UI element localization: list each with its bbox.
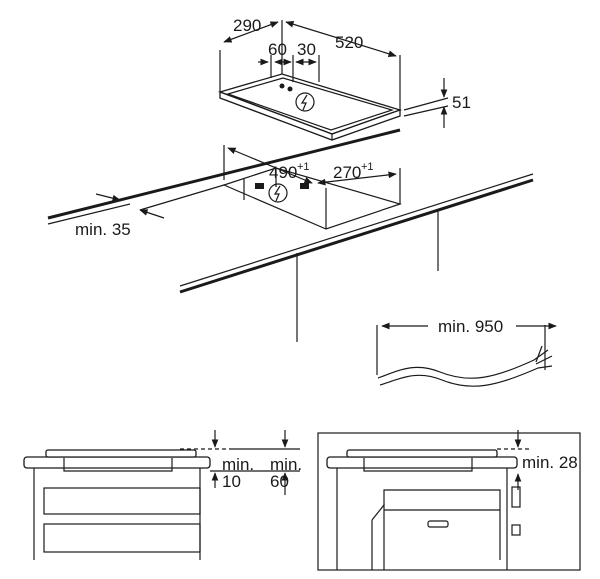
power-cable [376, 322, 557, 387]
hob-dimensions [219, 20, 449, 128]
left-min-a-value: 10 [222, 472, 241, 491]
dim-depth-label: 290 [233, 16, 261, 35]
cutout-width-label: 270 [333, 163, 361, 182]
dim-width-label: 520 [335, 33, 363, 52]
right-min-label: min. 28 [522, 453, 578, 472]
dim-offset-a-label: 60 [268, 40, 287, 59]
power-symbol-icon [295, 92, 315, 112]
right-side-view [317, 430, 581, 571]
dim-offset-b-label: 30 [297, 40, 316, 59]
power-symbol-icon [268, 183, 288, 203]
cutout-width-tolerance: +1 [361, 161, 374, 173]
edge-dimension [95, 184, 225, 219]
edge-min-label: min. 35 [75, 220, 131, 239]
cutout-dimensions [223, 145, 401, 204]
hob-unit [217, 73, 403, 141]
cutout-depth-tolerance: +1 [297, 161, 310, 173]
cable-min-label: min. 950 [438, 317, 503, 336]
left-min-b-value: 60 [270, 472, 289, 491]
left-min-a-label: min. [222, 455, 254, 474]
cutout-depth-label: 490 [269, 163, 297, 182]
left-side-view [23, 430, 300, 560]
left-min-b-label: min. [270, 455, 302, 474]
dim-height-label: 51 [452, 93, 471, 112]
